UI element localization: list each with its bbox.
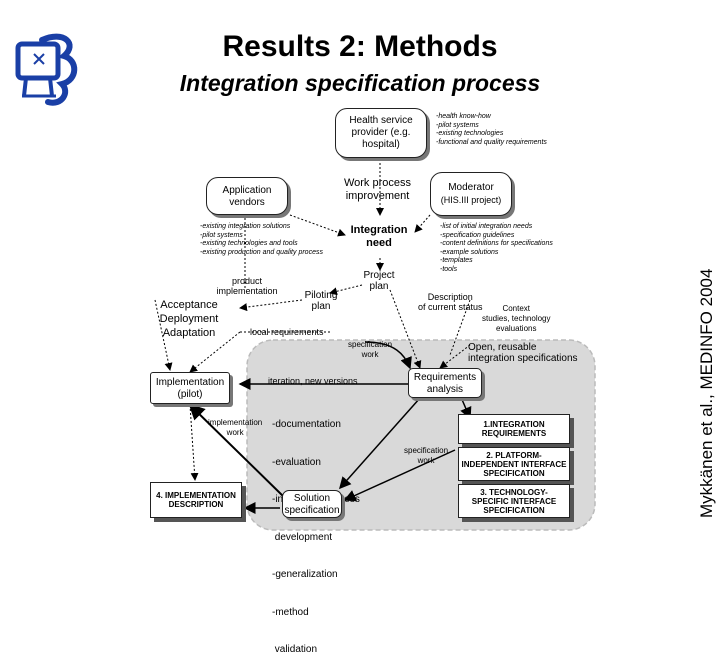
platform-independent-spec-doc: 2. PLATFORM- INDEPENDENT INTERFACE SPECI… bbox=[458, 447, 570, 481]
arrow-solution-to-impl bbox=[188, 403, 286, 499]
process-diagram bbox=[154, 155, 596, 531]
vendor-inputs-list: -existing integration solutions -pilot s… bbox=[200, 223, 323, 256]
flow-local-to-impl bbox=[189, 331, 241, 373]
process-activities-list: -documentation -evaluation -integration … bbox=[272, 419, 360, 655]
integration-need-node: Integration need bbox=[350, 224, 408, 249]
moderator-node: Moderator (HIS.III project) bbox=[430, 172, 512, 216]
flow-plan-to-piloting bbox=[329, 284, 363, 296]
arrow-spec-to-solution bbox=[343, 449, 456, 502]
specification-region bbox=[246, 339, 596, 531]
project-plan-node: Project plan bbox=[363, 270, 395, 292]
flow-plan-to-req bbox=[389, 289, 422, 369]
solution-specification-node: Solution specification bbox=[282, 490, 342, 518]
current-status-label: Description of current status bbox=[418, 292, 483, 312]
arrow-req-to-solution bbox=[339, 397, 421, 490]
health-service-provider-node: Health service provider (e.g. hospital) bbox=[335, 108, 427, 158]
implementation-work-label: implementation work bbox=[208, 418, 263, 437]
flow-piloting-to-acceptance bbox=[239, 299, 303, 312]
provider-inputs-list: -health know-how -pilot systems -existin… bbox=[436, 113, 547, 146]
local-requirements-label: local requirements bbox=[250, 327, 324, 337]
implementation-description-doc: 4. IMPLEMENTATION DESCRIPTION bbox=[150, 482, 242, 518]
piloting-plan-node: Piloting plan bbox=[304, 290, 338, 312]
acceptance-deployment-adaptation: Acceptance Deployment Adaptation bbox=[159, 299, 219, 339]
iteration-label: iteration, new versions bbox=[268, 376, 358, 386]
implementation-pilot-node: Implementation (pilot) bbox=[150, 372, 230, 404]
flow-impl-to-desc bbox=[189, 404, 199, 481]
product-implementation-label: product implementation bbox=[216, 276, 278, 296]
arrow-spec-work-top bbox=[364, 341, 412, 370]
technology-specific-spec-doc: 3. TECHNOLOGY- SPECIFIC INTERFACE SPECIF… bbox=[458, 484, 570, 518]
context-studies-label: Context studies, technology evaluations bbox=[482, 304, 551, 333]
application-vendors-node: Application vendors bbox=[206, 177, 288, 215]
work-process-improvement: Work process improvement bbox=[343, 177, 412, 202]
specification-work-label-top: specification work bbox=[348, 340, 393, 359]
flow-context bbox=[449, 299, 471, 356]
open-reusable-specs-label: Open, reusable integration specification… bbox=[468, 342, 578, 364]
page-subtitle: Integration specification process bbox=[179, 70, 541, 96]
moderator-inputs-list: -list of initial integration needs -spec… bbox=[440, 223, 553, 273]
requirements-analysis-node: Requirements analysis bbox=[408, 368, 482, 398]
flow-vendor-to-need bbox=[289, 214, 346, 237]
monitor-snake-logo bbox=[15, 33, 78, 106]
specification-work-label-bottom: specification work bbox=[404, 446, 449, 465]
integration-requirements-doc: 1.INTEGRATION REQUIREMENTS bbox=[458, 414, 570, 444]
page-title: Results 2: Methods bbox=[222, 30, 498, 63]
